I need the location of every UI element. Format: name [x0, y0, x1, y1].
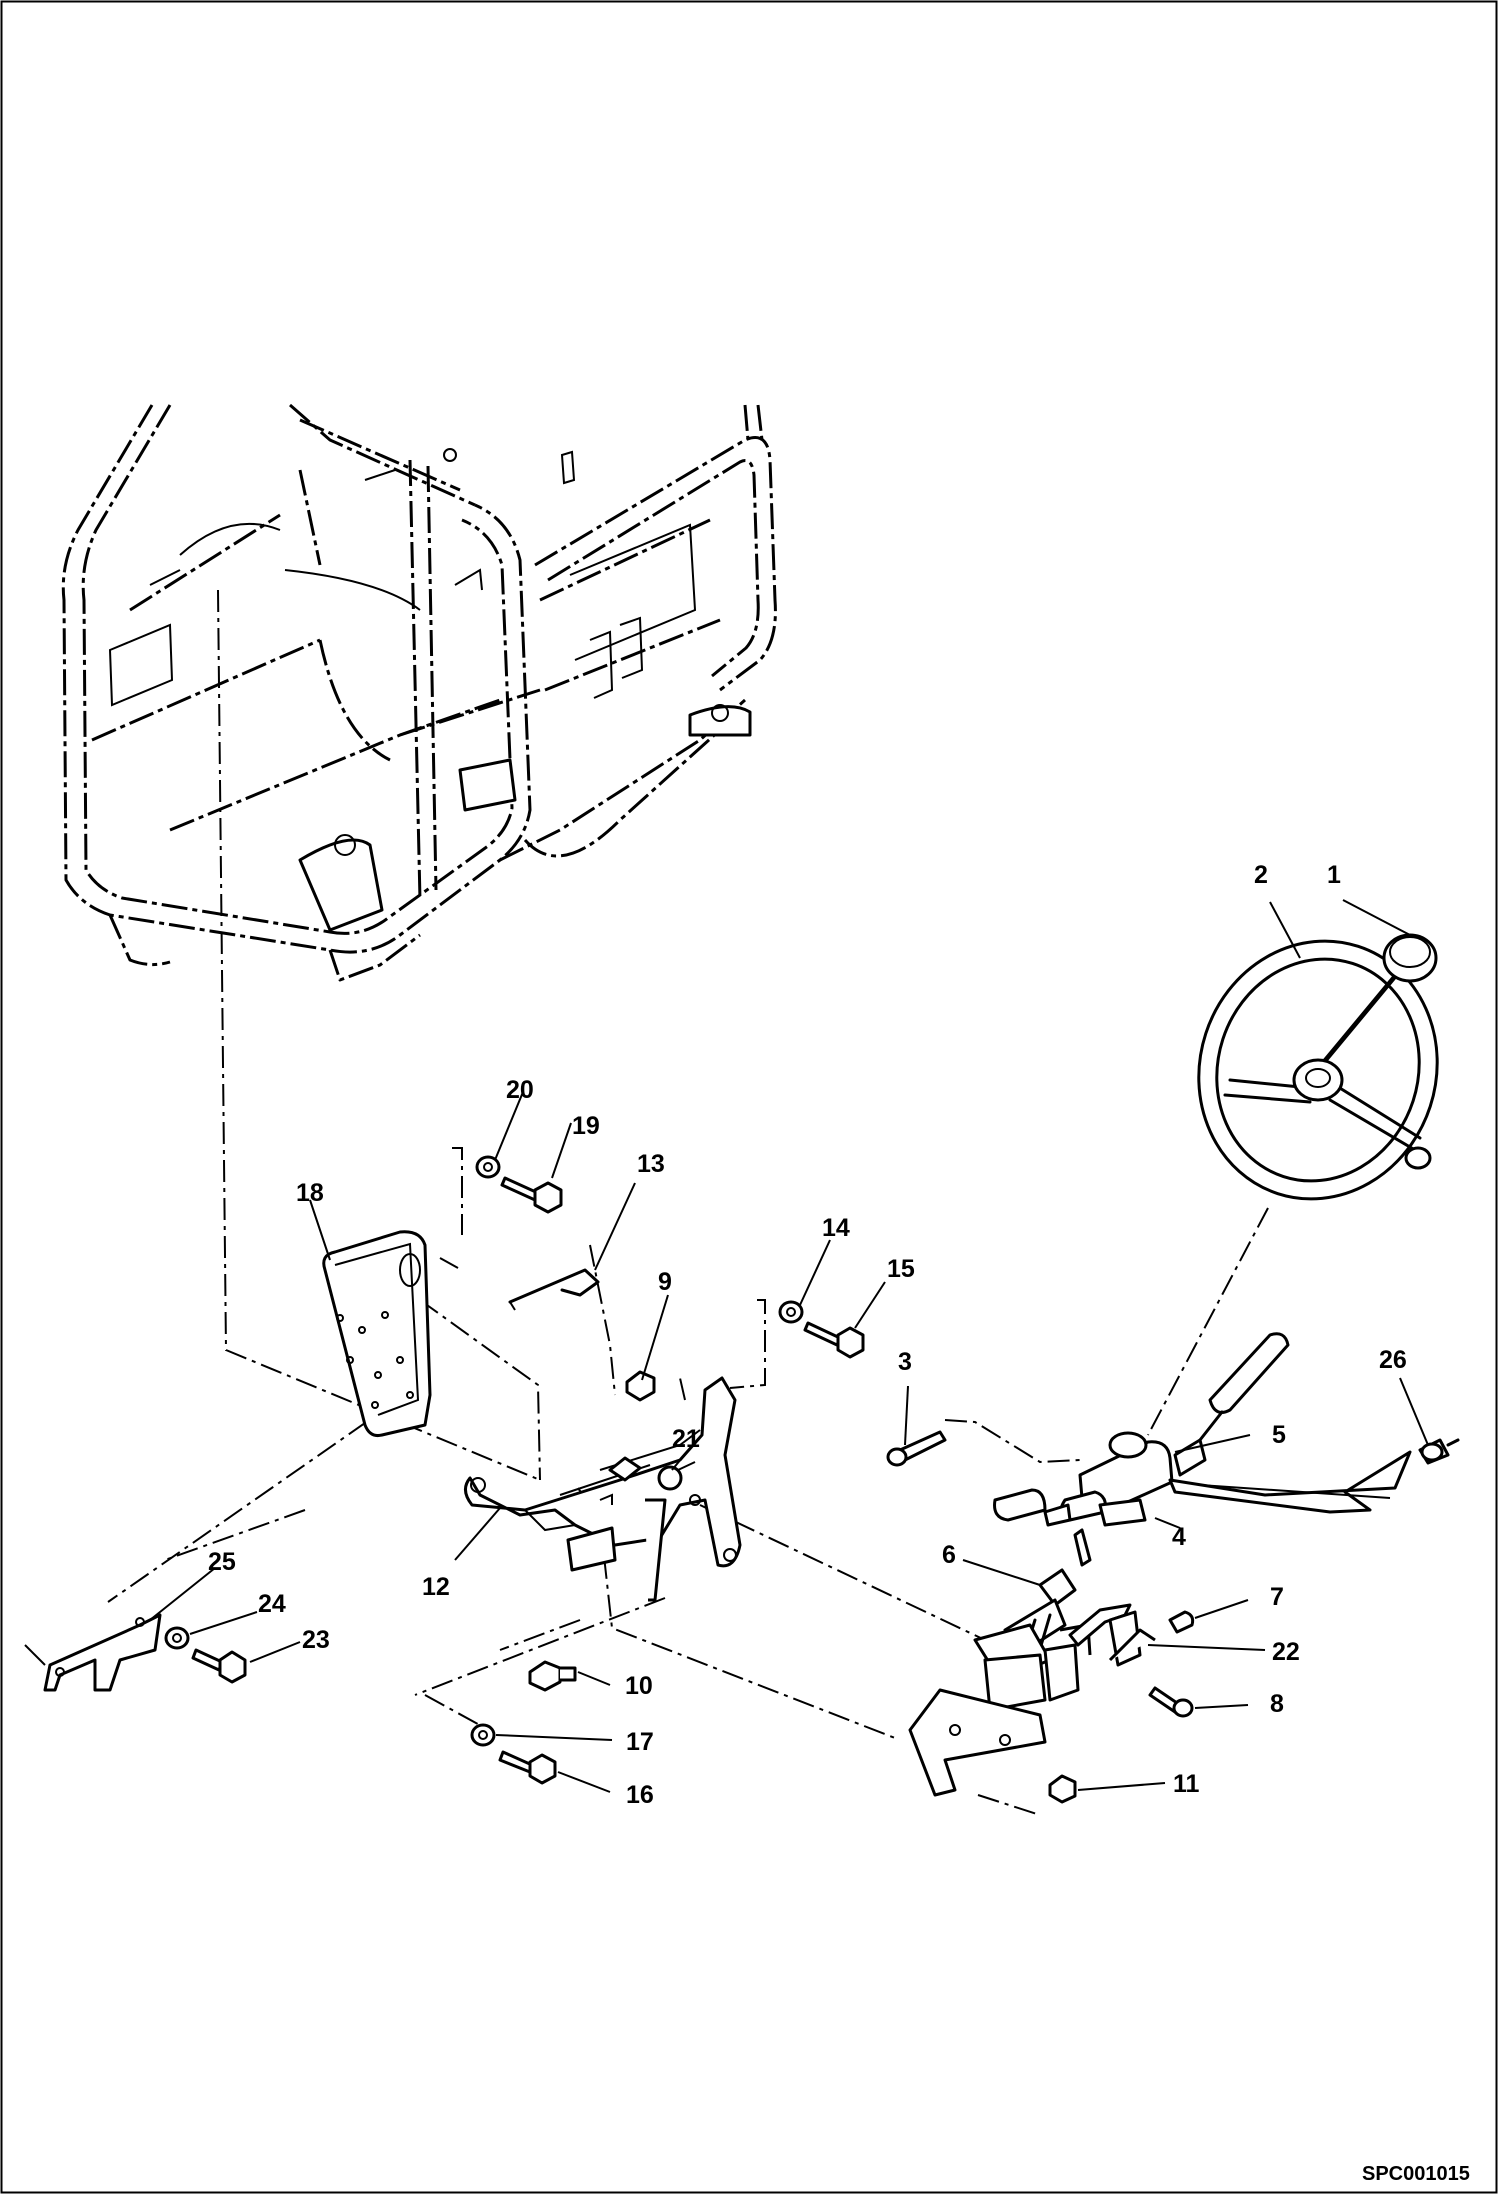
callout-23: 23	[302, 1626, 330, 1654]
washer-17	[470, 1723, 496, 1747]
callout-5: 5	[1272, 1421, 1286, 1449]
washer-7	[1168, 1610, 1195, 1634]
column-upper-joint	[1078, 1332, 1290, 1512]
callout-1: 1	[1327, 861, 1341, 889]
callout-12: 12	[422, 1573, 450, 1601]
callout-10: 10	[625, 1672, 653, 1700]
callout-3: 3	[898, 1348, 912, 1376]
callout-20: 20	[506, 1076, 534, 1104]
leader-lines	[149, 899, 1429, 1793]
column-lever-arm	[1168, 1450, 1412, 1514]
plate-18	[322, 1230, 459, 1437]
tilt-lever	[1068, 1603, 1156, 1667]
callout-14: 14	[822, 1214, 850, 1242]
bolt-3	[886, 1430, 947, 1467]
callout-labels: 1 2 3 4 5 6 7 8 9 10 11 12 13 14 15 16 1…	[208, 861, 1407, 1809]
nut-11	[1048, 1774, 1077, 1804]
bolt-16	[498, 1750, 557, 1785]
callout-16: 16	[626, 1781, 654, 1809]
callout-13: 13	[637, 1150, 665, 1178]
steering-column	[908, 1528, 1092, 1797]
callout-6: 6	[942, 1541, 956, 1569]
callout-8: 8	[1270, 1690, 1284, 1718]
column-lower-joint	[993, 1488, 1147, 1527]
callout-22: 22	[1272, 1638, 1300, 1666]
cab-frame	[61, 403, 777, 982]
callout-7: 7	[1270, 1583, 1284, 1611]
washer-20	[475, 1155, 501, 1179]
steering-wheel-cap	[1382, 933, 1438, 983]
callout-19: 19	[572, 1112, 600, 1140]
drawing-code: SPC001015	[1362, 2163, 1470, 2185]
bolt-15	[803, 1321, 865, 1359]
nut-21	[657, 1461, 696, 1491]
pin-13	[508, 1268, 600, 1311]
nut-9	[625, 1370, 656, 1402]
callout-15: 15	[887, 1255, 915, 1283]
callout-9: 9	[658, 1268, 672, 1296]
callout-18: 18	[296, 1179, 324, 1207]
column-lever-knob	[1418, 1438, 1460, 1465]
callout-2: 2	[1254, 861, 1268, 889]
assembly-lines	[107, 589, 1269, 1816]
bolt-8	[1148, 1686, 1194, 1718]
callout-26: 26	[1379, 1346, 1407, 1374]
mounting-bracket	[464, 1376, 742, 1602]
callout-11: 11	[1173, 1770, 1200, 1798]
callout-25: 25	[208, 1548, 236, 1576]
washer-24	[164, 1626, 190, 1650]
bracket-25	[24, 1613, 162, 1692]
bolt-23	[191, 1648, 247, 1684]
bolt-19	[500, 1176, 563, 1214]
steering-wheel	[1197, 939, 1439, 1201]
callout-4: 4	[1172, 1523, 1186, 1551]
washer-14	[778, 1300, 804, 1324]
callout-24: 24	[258, 1590, 286, 1618]
callout-21: 21	[672, 1425, 700, 1453]
callout-17: 17	[626, 1728, 654, 1756]
bolt-10	[528, 1660, 577, 1692]
